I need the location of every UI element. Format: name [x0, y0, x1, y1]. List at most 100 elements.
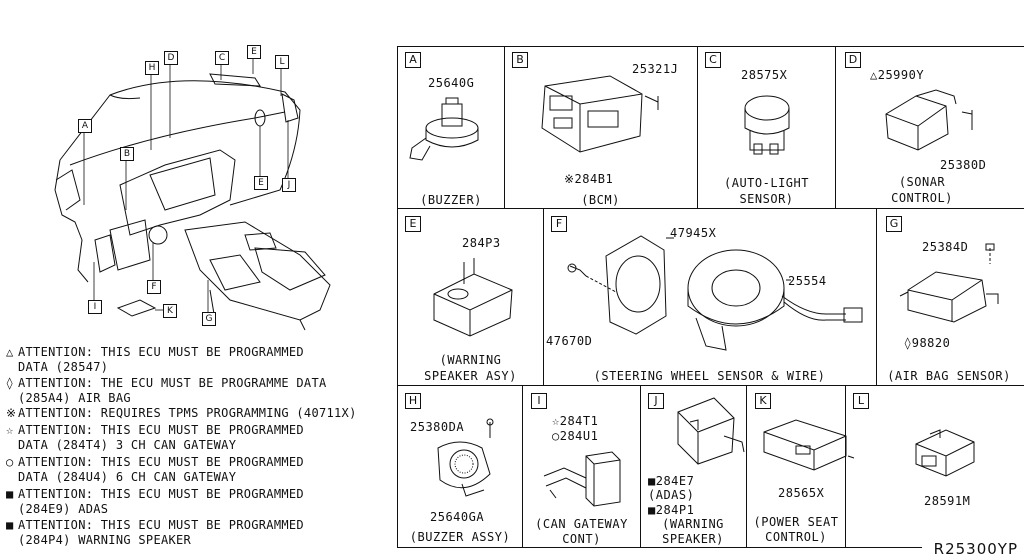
- grid-divider: [543, 208, 544, 385]
- callout-k: K: [163, 304, 177, 318]
- part-number: △25990Y: [870, 68, 925, 82]
- air-bag-sensor-drawing: [899, 243, 999, 323]
- part-number: 28565X: [778, 486, 825, 500]
- callout-d: D: [164, 51, 178, 65]
- cell-tag-g: G: [886, 216, 902, 232]
- callout-f: F: [147, 280, 161, 294]
- part-number: ■284E7: [648, 474, 695, 488]
- grid-border-left: [397, 46, 398, 548]
- callout-e-top: E: [247, 45, 261, 59]
- part-caption: CONT): [562, 532, 601, 546]
- note-line: DATA (284U4) 6 CH CAN GATEWAY: [18, 470, 237, 484]
- part-number: 284P3: [462, 236, 501, 250]
- cell-tag-b: B: [512, 52, 528, 68]
- diagram-reference-code: R25300YP: [933, 540, 1018, 558]
- part-number: (ADAS): [648, 488, 695, 502]
- grid-divider-row1: [397, 208, 1024, 209]
- cell-tag-k: K: [755, 393, 771, 409]
- part-caption: SPEAKER ASY): [424, 369, 517, 383]
- part-caption: (WARNING: [662, 517, 724, 531]
- note-symbol: ○: [6, 455, 14, 469]
- callout-c: C: [215, 51, 229, 65]
- part-caption: (BUZZER): [420, 193, 482, 207]
- note-symbol: ☆: [6, 423, 14, 437]
- buzzer-assy-drawing: [437, 418, 494, 497]
- part-caption: (BUZZER ASSY): [409, 530, 511, 544]
- note-line: DATA (28547): [18, 360, 109, 374]
- note-line: ATTENTION: REQUIRES TPMS PROGRAMMING (40…: [18, 406, 357, 420]
- cell-tag-f: F: [551, 216, 567, 232]
- part-caption: (AUTO-LIGHT: [724, 176, 809, 190]
- grid-border-top: [397, 46, 1024, 47]
- note-line: ATTENTION: THE ECU MUST BE PROGRAMME DAT…: [18, 376, 327, 390]
- sonar-control-drawing: [885, 89, 973, 151]
- power-seat-control-drawing: [763, 419, 855, 471]
- dashboard-drawing: [54, 58, 331, 331]
- part-number: 28575X: [741, 68, 788, 82]
- cell-tag-i: I: [531, 393, 547, 409]
- note-7: ■ATTENTION: THIS ECU MUST BE PROGRAMMED(…: [6, 518, 304, 548]
- bcm-drawing: [541, 75, 659, 153]
- note-line: ATTENTION: THIS ECU MUST BE PROGRAMMED: [18, 518, 304, 532]
- part-number: ※284B1: [564, 172, 614, 186]
- callout-e-bottom: E: [254, 176, 268, 190]
- note-line: ATTENTION: THIS ECU MUST BE PROGRAMMED: [18, 423, 304, 437]
- steering-sensor-drawing: [567, 235, 863, 351]
- part-number: 47670D: [546, 334, 593, 348]
- part-number: 25384D: [922, 240, 969, 254]
- note-line: (284E9) ADAS: [18, 502, 109, 516]
- can-gateway-drawing: [543, 451, 621, 507]
- part-number: ■284P1: [648, 503, 695, 517]
- note-line: ATTENTION: THIS ECU MUST BE PROGRAMMED: [18, 455, 304, 469]
- part-number: 28591M: [924, 494, 971, 508]
- grid-border-bottom: [397, 547, 922, 548]
- callout-l: L: [275, 55, 289, 69]
- note-symbol: ◊: [6, 376, 14, 390]
- cell-tag-d: D: [845, 52, 861, 68]
- callout-i: I: [88, 300, 102, 314]
- part-caption: (CAN GATEWAY: [535, 517, 628, 531]
- part-caption: (POWER SEAT: [753, 515, 839, 529]
- buzzer-drawing: [409, 97, 479, 161]
- part-number: 25380D: [940, 158, 987, 172]
- adas-module-drawing: [677, 397, 745, 465]
- cell-tag-a: A: [405, 52, 421, 68]
- note-2: ◊ ATTENTION: THE ECU MUST BE PROGRAMME DA…: [6, 376, 327, 406]
- note-line: ATTENTION: THIS ECU MUST BE PROGRAMMED: [18, 345, 304, 359]
- part-caption: (AIR BAG SENSOR): [887, 369, 1011, 383]
- grid-divider: [522, 385, 523, 547]
- part-number: 25640G: [428, 76, 475, 90]
- callout-a: A: [78, 119, 92, 133]
- grid-divider: [697, 46, 698, 208]
- note-symbol: △: [6, 345, 14, 359]
- callout-j: J: [282, 178, 296, 192]
- grid-divider: [835, 46, 836, 208]
- part-number: 25554: [788, 274, 827, 288]
- part-caption: (WARNING: [439, 353, 502, 367]
- note-symbol: ■: [6, 518, 14, 532]
- grid-divider: [746, 385, 747, 547]
- cell-tag-c: C: [705, 52, 721, 68]
- note-line: (285A4) AIR BAG: [18, 391, 131, 405]
- part-number: 25321J: [632, 62, 679, 76]
- cell-tag-e: E: [405, 216, 421, 232]
- grid-divider-row2: [397, 385, 1024, 386]
- part-caption: SENSOR): [739, 192, 794, 206]
- part-caption: SPEAKER): [662, 532, 724, 546]
- part-number: 25640GA: [430, 510, 485, 524]
- part-number: 25380DA: [410, 420, 465, 434]
- cell-tag-j: J: [648, 393, 664, 409]
- note-symbol: ※: [6, 406, 17, 420]
- callout-h: H: [145, 61, 159, 75]
- part-caption: (SONAR: [898, 175, 946, 189]
- module-l-drawing: [915, 429, 975, 477]
- auto-light-sensor-drawing: [744, 95, 790, 155]
- note-3: ※ATTENTION: REQUIRES TPMS PROGRAMMING (4…: [6, 406, 357, 421]
- note-line: DATA (284T4) 3 CH CAN GATEWAY: [18, 438, 237, 452]
- part-caption: (STEERING WHEEL SENSOR & WIRE): [593, 369, 826, 383]
- warning-speaker-drawing: [433, 258, 513, 337]
- grid-divider: [504, 46, 505, 208]
